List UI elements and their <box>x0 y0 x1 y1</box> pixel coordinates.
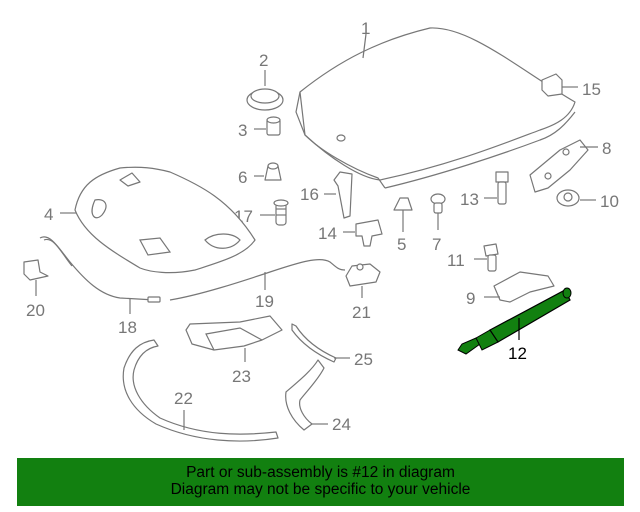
callout-1: 1 <box>361 19 370 38</box>
hinge-part <box>529 139 598 193</box>
callout-23: 23 <box>232 367 251 386</box>
callout-11: 11 <box>447 251 465 270</box>
notice-banner: Part or sub-assembly is #12 in diagram D… <box>17 458 624 506</box>
push-pin-part <box>260 199 289 226</box>
bolt-13-part <box>484 171 509 205</box>
callout-5: 5 <box>397 235 406 254</box>
callout-2: 2 <box>259 51 268 70</box>
notice-line-1: Part or sub-assembly is #12 in diagram <box>186 464 455 481</box>
hood-panel <box>295 27 576 189</box>
seal-23-part <box>185 315 283 362</box>
callout-24: 24 <box>332 415 351 434</box>
callout-4: 4 <box>44 205 53 224</box>
release-cable-front <box>39 236 161 314</box>
grommet-part <box>246 70 284 111</box>
bumper-stop-part <box>254 162 282 181</box>
callout-7: 7 <box>432 235 441 254</box>
callout-18: 18 <box>118 318 137 337</box>
seal-22-part <box>122 339 279 442</box>
callout-14: 14 <box>318 224 337 243</box>
callout-20: 20 <box>26 301 45 320</box>
callout-22: 22 <box>174 389 193 408</box>
callout-16: 16 <box>300 185 319 204</box>
bolt-11-part <box>474 243 499 272</box>
callout-3: 3 <box>238 121 247 140</box>
callout-21: 21 <box>352 303 371 322</box>
latch-21-part <box>345 263 381 298</box>
callout-10: 10 <box>600 192 619 211</box>
bumper-7-part <box>430 193 446 230</box>
lift-support-strut <box>457 287 572 355</box>
clip-20-part <box>23 259 49 296</box>
callout-13: 13 <box>460 190 479 209</box>
cap-15-part <box>541 73 578 97</box>
bracket-16-part <box>324 171 353 219</box>
deflector-24-part <box>285 359 328 431</box>
latch-bracket-part <box>343 219 383 247</box>
callout-19: 19 <box>255 292 274 311</box>
callout-15: 15 <box>582 80 601 99</box>
callout-12: 12 <box>508 344 527 363</box>
nut-10-part <box>556 189 596 207</box>
molding-25-part <box>291 323 350 363</box>
parts-diagram: 1 2 3 6 17 4 16 <box>23 19 619 442</box>
clip-5-part <box>393 197 413 232</box>
hood-insulation-part <box>60 166 256 274</box>
callout-25: 25 <box>354 350 373 369</box>
callout-6: 6 <box>238 168 247 187</box>
plug-part <box>254 116 281 136</box>
notice-line-2: Diagram may not be specific to your vehi… <box>170 481 471 498</box>
hinge-bracket-part <box>484 271 555 303</box>
callout-8: 8 <box>602 139 611 158</box>
callout-9: 9 <box>466 289 475 308</box>
release-cable-rear <box>169 259 346 301</box>
